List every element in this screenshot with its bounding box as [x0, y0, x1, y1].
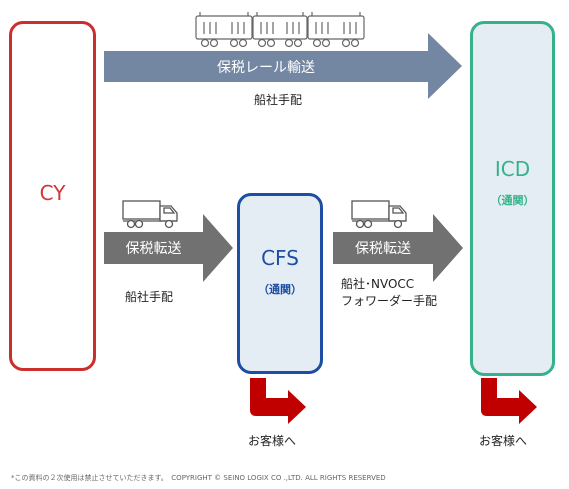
- train-icon: [195, 12, 365, 48]
- icd-sublabel: （通関）: [490, 193, 535, 207]
- cfs-sublabel: （通関）: [258, 282, 302, 296]
- truck-arrow-cfs-icd: [333, 214, 463, 282]
- truck-cfs-icd-caption-1: 船社･NVOCC: [341, 277, 415, 291]
- cy-label: CY: [39, 181, 66, 205]
- delivery-arrow-cfs: [250, 378, 306, 424]
- cy-box: CY: [9, 21, 96, 371]
- truck-cfs-icd-label: 保税転送: [355, 241, 411, 257]
- rail-arrow: [104, 33, 462, 99]
- truck-arrow-cy-cfs: [104, 214, 233, 282]
- delivery-label-icd: お客様へ: [479, 434, 528, 448]
- truck-icon: [122, 200, 178, 229]
- icd-box: ICD （通関）: [470, 21, 555, 376]
- truck-icon: [351, 200, 407, 229]
- truck-cy-cfs-label: 保税転送: [125, 241, 182, 257]
- cfs-box: CFS （通関）: [237, 193, 323, 374]
- icd-label: ICD: [494, 156, 531, 181]
- truck-cfs-icd-caption-2: フォワーダー手配: [341, 294, 438, 308]
- truck-cy-cfs-caption: 船社手配: [125, 290, 174, 304]
- delivery-arrow-icd: [481, 378, 537, 424]
- delivery-label-cfs: お客様へ: [248, 434, 297, 448]
- rail-caption: 船社手配: [254, 93, 303, 107]
- cfs-label: CFS: [261, 245, 299, 270]
- rail-arrow-label: 保税レール輸送: [217, 59, 315, 76]
- copyright-footer: *この資料の２次使用は禁止させていただきます。 COPYRIGHT © SEIN…: [11, 474, 386, 482]
